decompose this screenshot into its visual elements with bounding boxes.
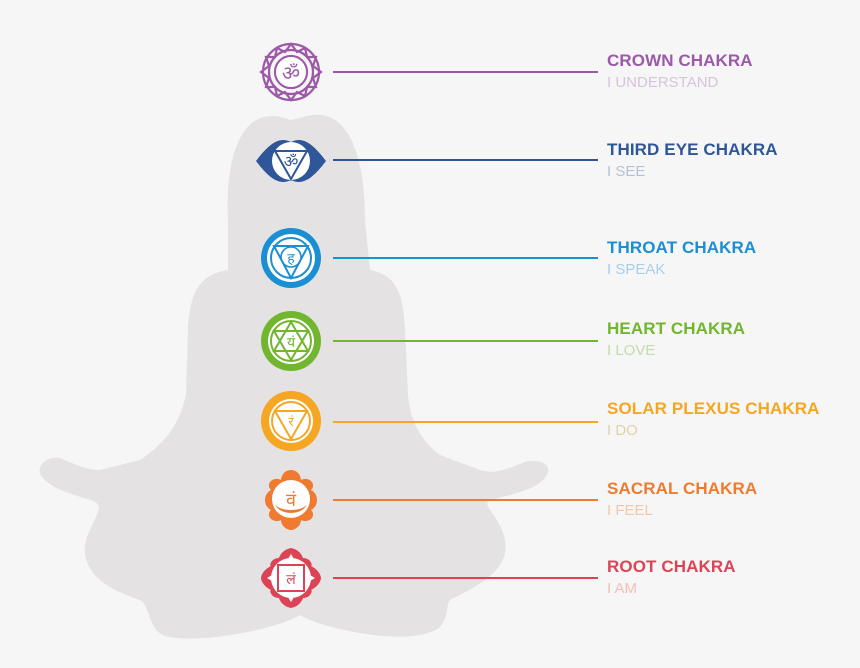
root-chakra-icon: लं xyxy=(261,548,321,608)
chakra-title: HEART CHAKRA xyxy=(607,319,746,338)
solar-plexus-chakra-icon: रं xyxy=(261,391,321,451)
chakra-label-heart: HEART CHAKRA I LOVE xyxy=(607,319,745,361)
third-eye-chakra-icon: ॐ xyxy=(256,140,326,182)
chakra-label-solar-plexus: SOLAR PLEXUS CHAKRA I DO xyxy=(607,399,820,441)
connector-line-sacral xyxy=(333,499,598,501)
chakra-mantra: I UNDERSTAND xyxy=(607,74,719,91)
heart-chakra-icon: यं xyxy=(261,311,321,371)
connector-line-throat xyxy=(333,257,598,259)
connector-line-third-eye xyxy=(333,159,598,161)
chakra-mantra: I AM xyxy=(607,580,638,597)
chakra-label-throat: THROAT CHAKRA I SPEAK xyxy=(607,238,756,280)
chakra-label-sacral: SACRAL CHAKRA I FEEL xyxy=(607,479,757,521)
chakra-mantra: I DO xyxy=(607,422,638,439)
chakra-title: SACRAL CHAKRA xyxy=(607,479,758,498)
chakra-title: SOLAR PLEXUS CHAKRA xyxy=(607,399,820,418)
svg-text:यं: यं xyxy=(287,335,296,351)
chakra-mantra: I SEE xyxy=(607,163,646,180)
svg-text:लं: लं xyxy=(286,572,296,588)
crown-chakra-lotus-icon: ॐ xyxy=(259,42,323,102)
chakra-mantra: I SPEAK xyxy=(607,261,666,278)
svg-text:ह: ह xyxy=(287,251,295,267)
chakra-label-third-eye: THIRD EYE CHAKRA I SEE xyxy=(607,140,778,182)
chakra-label-root: ROOT CHAKRA I AM xyxy=(607,557,736,599)
svg-text:वं: वं xyxy=(286,490,297,511)
svg-text:ॐ: ॐ xyxy=(282,61,300,85)
sacral-chakra-icon: वं xyxy=(265,470,317,530)
svg-text:रं: रं xyxy=(288,415,294,430)
chakra-title: CROWN CHAKRA xyxy=(607,51,753,70)
chakra-mantra: I FEEL xyxy=(607,502,653,519)
connector-line-heart xyxy=(333,340,598,342)
throat-chakra-icon: ह xyxy=(261,228,321,288)
connector-line-root xyxy=(333,577,598,579)
chakra-title: ROOT CHAKRA xyxy=(607,557,736,576)
chakra-mantra: I LOVE xyxy=(607,342,656,359)
connector-line-solar-plexus xyxy=(333,421,598,423)
chakra-title: THIRD EYE CHAKRA xyxy=(607,140,778,159)
chakra-title: THROAT CHAKRA xyxy=(607,238,757,257)
svg-text:ॐ: ॐ xyxy=(284,152,299,171)
chakra-label-crown: CROWN CHAKRA I UNDERSTAND xyxy=(607,51,753,93)
connector-line-crown xyxy=(333,71,598,73)
